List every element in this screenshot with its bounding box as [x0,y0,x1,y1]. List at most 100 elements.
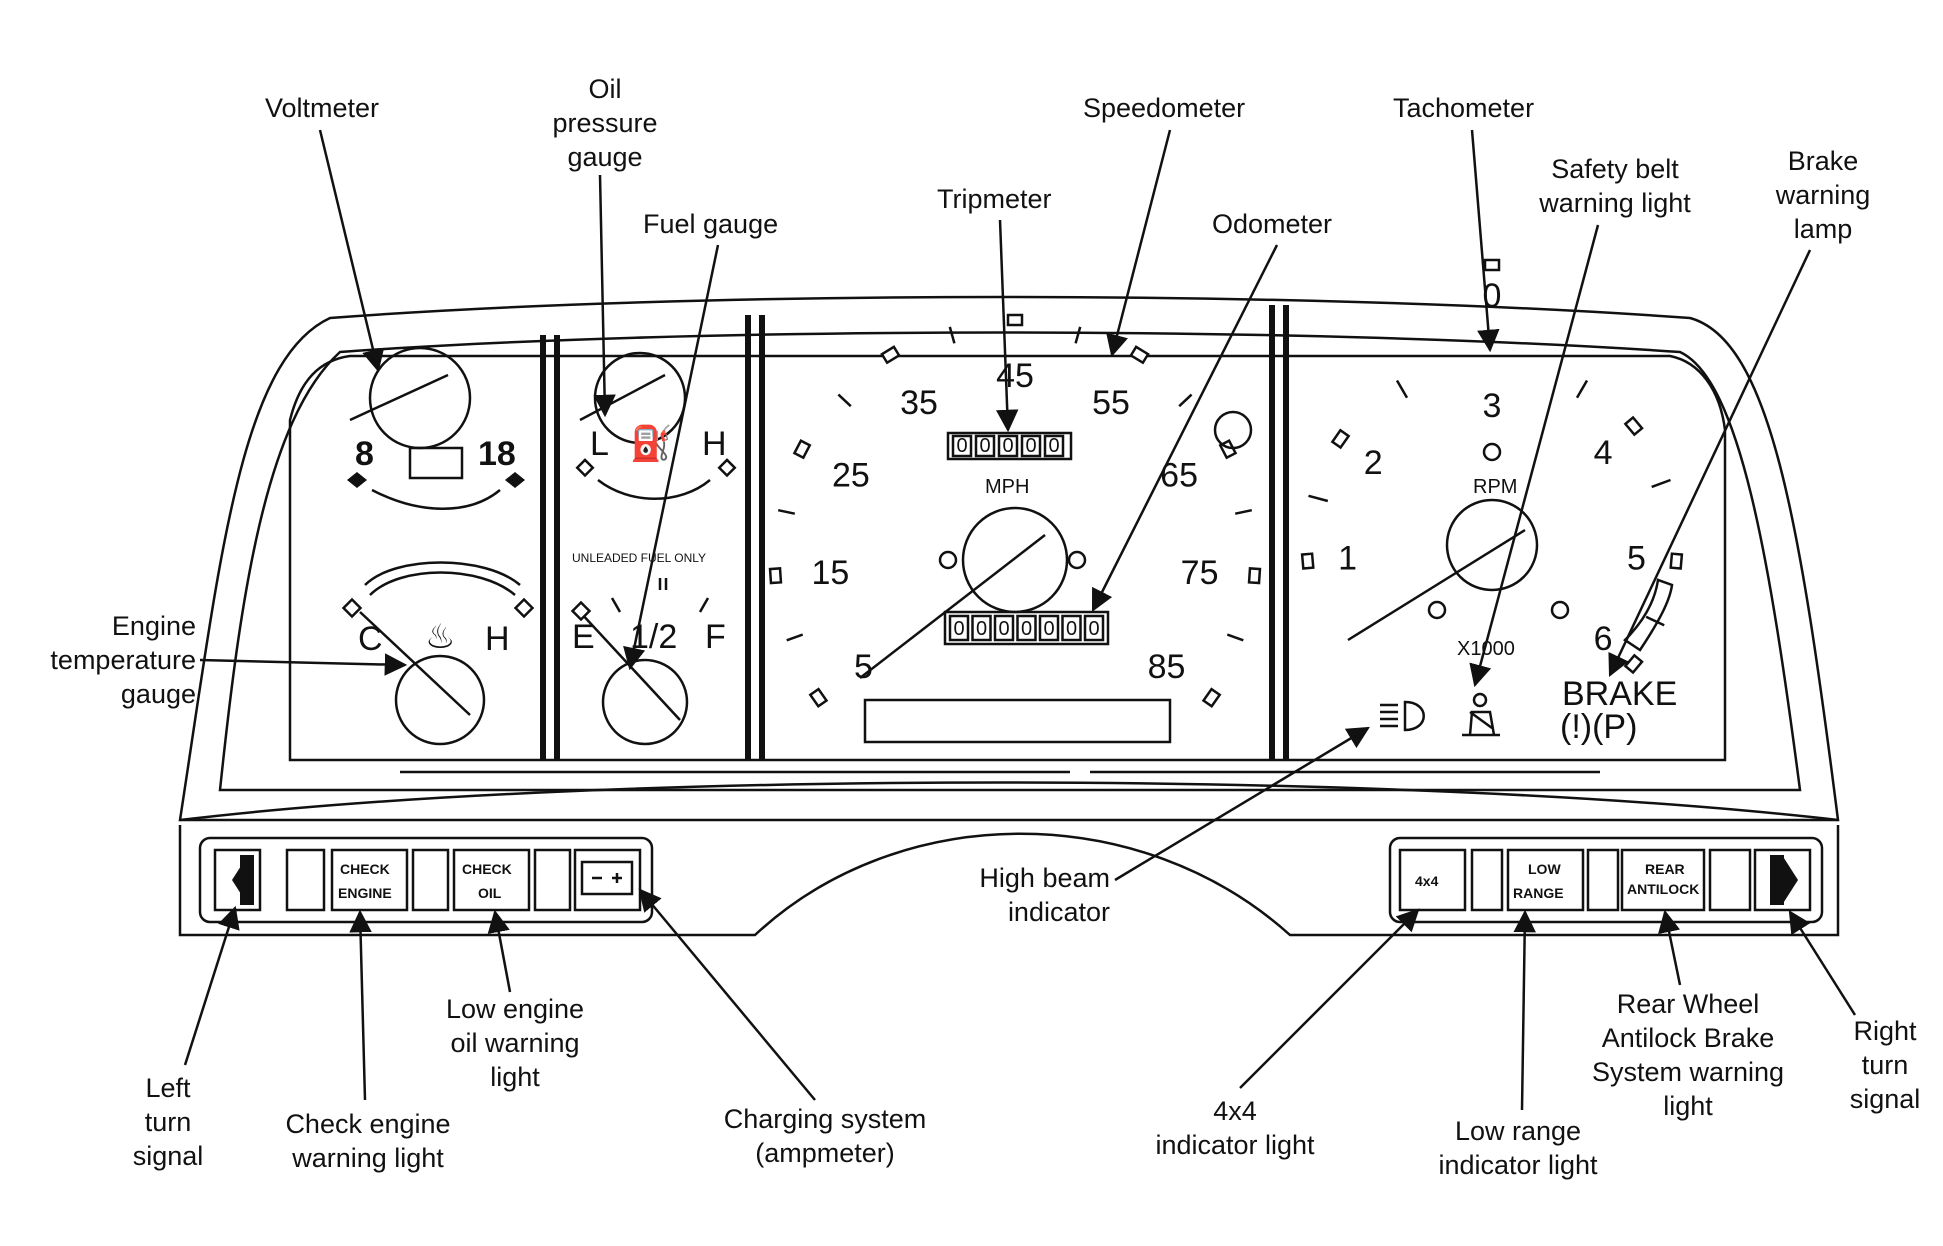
trip-digit-cell [1020,434,1042,458]
label-charging-1: Charging system [724,1104,927,1134]
trip-digit: 0 [956,435,967,457]
tach-tick-label: 2 [1364,444,1383,482]
voltmeter-max-diamond [505,472,525,488]
label-safety-belt-2: warning light [1538,188,1691,218]
leader-left-turn [183,905,240,1066]
speed-tick-label: 55 [1092,384,1130,422]
label-voltmeter: Voltmeter [265,93,379,123]
odo-digit-cell [1083,614,1105,642]
leader-voltmeter [318,129,385,373]
tach-tick-label: 1 [1338,540,1357,578]
label-high-beam-1: High beam [979,863,1110,893]
leader-rwal [1658,909,1682,986]
label-low-oil-1: Low engine [446,994,584,1024]
tach-tick-mark [1623,415,1644,437]
voltmeter-gauge: 8 18 [347,346,525,510]
fuel-notice: UNLEADED FUEL ONLY [572,551,706,565]
trip-digit: 0 [1048,435,1059,457]
oil-high-label: H [702,425,727,463]
trip-digit-cell [997,434,1019,458]
label-rwal-4: light [1663,1091,1713,1121]
leader-low-range [1513,909,1536,1111]
label-low-range-2: indicator light [1438,1150,1598,1180]
speed-minor-tick [837,393,852,408]
label-rwal-2: Antilock Brake [1602,1023,1775,1053]
odo-digit-cell [971,614,992,642]
label-engine-temp-1: Engine [112,611,196,641]
label-oil-pressure-3: gauge [567,142,642,172]
speed-tick-mark [1201,687,1222,709]
label-rwal-3: System warning [1592,1057,1784,1087]
leader-lines [183,129,1857,1111]
label-check-engine-1: Check engine [285,1109,450,1139]
low-range-line2: RANGE [1513,885,1564,901]
odo-digit-cell [1038,614,1060,642]
voltmeter-min: 8 [355,435,374,473]
odo-digit: 0 [1043,618,1054,640]
label-engine-temp-3: gauge [121,679,196,709]
speed-tick-label: 35 [900,384,938,422]
leader-odometer [1091,244,1279,613]
label-right-turn-3: signal [1850,1084,1921,1114]
speed-tick-label: 5 [854,648,873,686]
speed-minor-tick [786,633,804,642]
check-engine-line2: ENGINE [338,885,392,901]
speed-tick-label: 15 [811,554,849,592]
tach-tick-mark [1330,428,1351,450]
label-fourbyfour-1: 4x4 [1213,1096,1257,1126]
right-turn-arrow-icon [1782,855,1798,905]
speed-minor-tick [1234,508,1253,515]
tach-tick-label: 6 [1594,620,1613,658]
voltmeter-max: 18 [478,435,516,473]
label-brake-lamp-2: warning [1775,180,1871,210]
leader-speedometer [1106,129,1172,358]
odo-digit: 0 [1066,618,1077,640]
leader-fuel-gauge [623,244,720,671]
oil-low-label: L [590,425,609,463]
temp-cold-label: C [358,620,383,658]
check-engine-line1: CHECK [340,861,390,877]
engine-temperature-gauge: C H ♨ [341,561,535,746]
fuel-empty-label: E [572,618,595,656]
cluster-housing [178,295,1840,937]
leader-right-turn [1788,910,1857,1016]
odo-digit-cell [1016,614,1037,642]
trip-digit-cell [951,434,973,458]
speed-tick-label: 25 [832,457,870,495]
trip-digit: 0 [1002,435,1013,457]
leader-check-engine [349,909,372,1101]
label-fourbyfour-2: indicator light [1155,1130,1315,1160]
label-oil-pressure-2: pressure [552,108,657,138]
fuel-gauge: UNLEADED FUEL ONLY E 1/2 F [570,551,726,746]
brake-symbols: (!)(P) [1560,708,1637,746]
label-rwal-1: Rear Wheel [1617,989,1760,1019]
odo-digit-cell [948,614,970,642]
speed-tick-label: 85 [1148,648,1186,686]
label-safety-belt-1: Safety belt [1551,154,1679,184]
oil-pressure-gauge: L H ⛽ [575,351,737,500]
speed-minor-tick [1226,633,1244,642]
tach-tick-label: 3 [1483,387,1502,425]
speed-minor-tick [777,508,796,515]
speed-tick-mark [808,687,829,709]
label-high-beam-2: indicator [1008,897,1110,927]
label-fuel-gauge: Fuel gauge [643,209,778,239]
rear-antilock-line2: ANTILOCK [1627,881,1699,897]
label-low-oil-2: oil warning [450,1028,579,1058]
odo-digit-cell [993,614,1015,642]
label-brake-lamp-3: lamp [1794,214,1853,244]
odo-digit: 0 [998,618,1009,640]
odo-digit: 0 [1088,618,1099,640]
tach-minor-tick [1651,478,1671,489]
speed-tick-mark [1129,345,1150,365]
right-indicator-strip: 4x4 LOW RANGE REAR ANTILOCK [1388,836,1824,924]
label-check-engine-2: warning light [291,1143,444,1173]
speed-minor-tick [1178,393,1193,408]
tach-minor-tick [1308,494,1329,503]
